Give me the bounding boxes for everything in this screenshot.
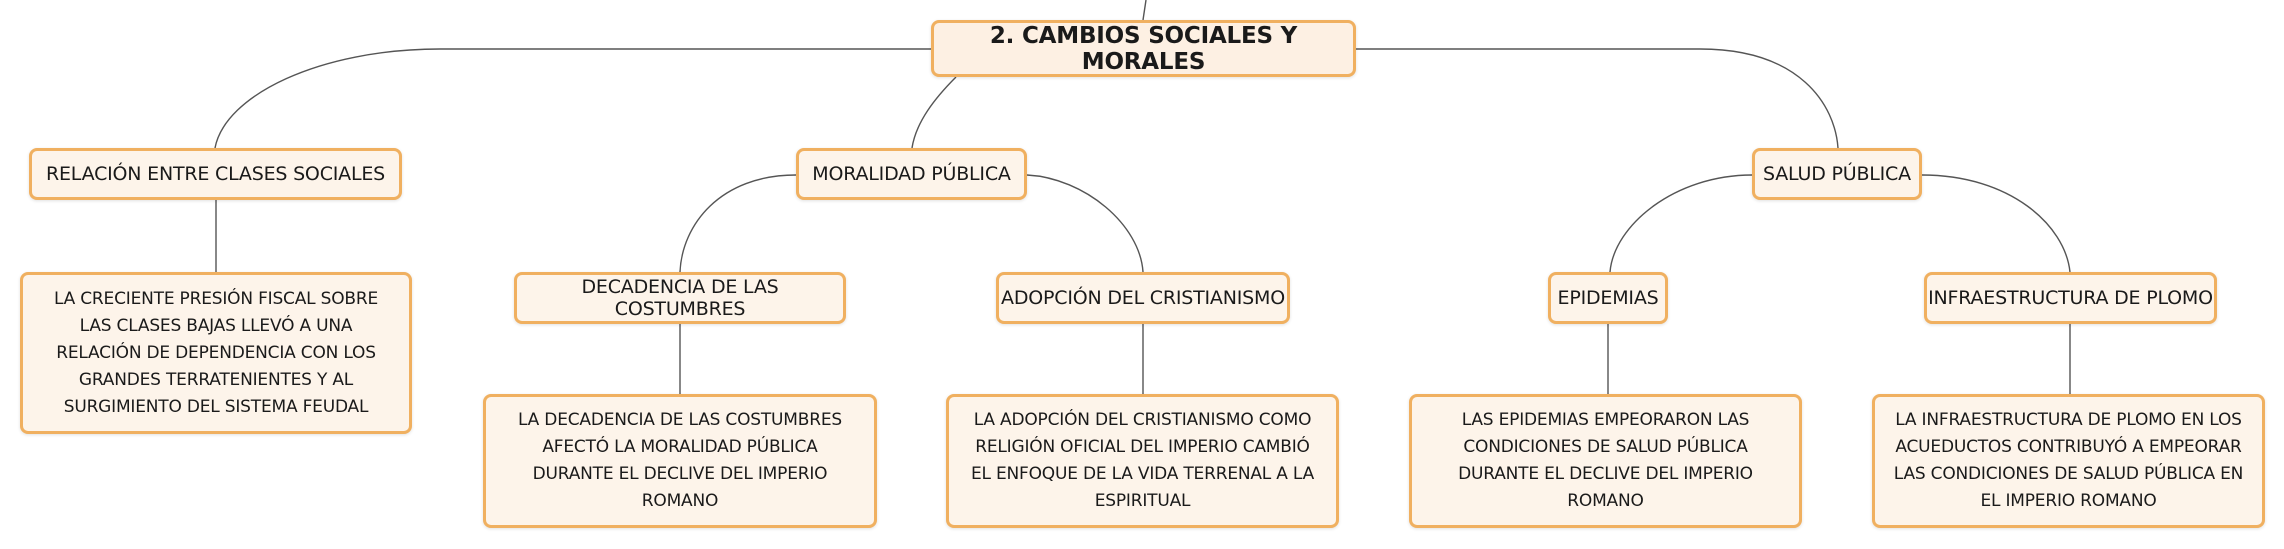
connector-salud-to-plomo	[1921, 174, 2071, 273]
connector-moralidad-to-decadencia	[679, 174, 797, 273]
desc-decadencia-costumbres-text: LA DECADENCIA DE LAS COSTUMBRES AFECTÓ L…	[518, 410, 842, 511]
connector-root-to-salud	[1356, 48, 1839, 149]
topic-salud-publica[interactable]: SALUD PÚBLICA	[1752, 148, 1922, 200]
desc-adopcion-cristianismo[interactable]: LA ADOPCIÓN DEL CRISTIANISMO COMO RELIGI…	[946, 394, 1339, 528]
root-topic-label: 2. CAMBIOS SOCIALES Y MORALES	[989, 22, 1298, 75]
topic-epidemias[interactable]: EPIDEMIAS	[1548, 272, 1668, 324]
desc-adopcion-cristianismo-text: LA ADOPCIÓN DEL CRISTIANISMO COMO RELIGI…	[970, 410, 1315, 511]
topic-infraestructura-plomo[interactable]: INFRAESTRUCTURA DE PLOMO	[1924, 272, 2217, 324]
topic-moralidad-publica-label: MORALIDAD PÚBLICA	[812, 163, 1011, 185]
connector-root-to-moralidad	[911, 76, 957, 149]
connector-root-to-clases	[214, 48, 931, 149]
topic-decadencia-costumbres-label: DECADENCIA DE LAS COSTUMBRES	[581, 276, 779, 320]
connector-incoming	[1142, 0, 1147, 21]
connector-moralidad-to-adopcion	[1026, 174, 1144, 273]
desc-epidemias[interactable]: LAS EPIDEMIAS EMPEORARON LAS CONDICIONES…	[1409, 394, 1802, 528]
topic-adopcion-cristianismo[interactable]: ADOPCIÓN DEL CRISTIANISMO	[996, 272, 1290, 324]
topic-relacion-clases[interactable]: RELACIÓN ENTRE CLASES SOCIALES	[29, 148, 402, 200]
topic-infraestructura-plomo-label: INFRAESTRUCTURA DE PLOMO	[1928, 287, 2213, 309]
root-topic[interactable]: 2. CAMBIOS SOCIALES Y MORALES	[931, 20, 1356, 77]
desc-relacion-clases[interactable]: LA CRECIENTE PRESIÓN FISCAL SOBRE LAS CL…	[20, 272, 412, 434]
topic-moralidad-publica[interactable]: MORALIDAD PÚBLICA	[796, 148, 1027, 200]
desc-infraestructura-plomo-text: LA INFRAESTRUCTURA DE PLOMO EN LOS ACUED…	[1893, 410, 2244, 511]
desc-decadencia-costumbres[interactable]: LA DECADENCIA DE LAS COSTUMBRES AFECTÓ L…	[483, 394, 877, 528]
topic-adopcion-cristianismo-label: ADOPCIÓN DEL CRISTIANISMO	[1001, 287, 1285, 309]
topic-decadencia-costumbres[interactable]: DECADENCIA DE LAS COSTUMBRES	[514, 272, 846, 324]
topic-epidemias-label: EPIDEMIAS	[1557, 287, 1659, 309]
desc-infraestructura-plomo[interactable]: LA INFRAESTRUCTURA DE PLOMO EN LOS ACUED…	[1872, 394, 2265, 528]
topic-relacion-clases-label: RELACIÓN ENTRE CLASES SOCIALES	[45, 163, 386, 185]
connector-salud-to-epidemias	[1609, 174, 1753, 273]
topic-salud-publica-label: SALUD PÚBLICA	[1763, 163, 1911, 185]
desc-epidemias-text: LAS EPIDEMIAS EMPEORARON LAS CONDICIONES…	[1458, 410, 1753, 511]
desc-relacion-clases-text: LA CRECIENTE PRESIÓN FISCAL SOBRE LAS CL…	[53, 288, 379, 417]
